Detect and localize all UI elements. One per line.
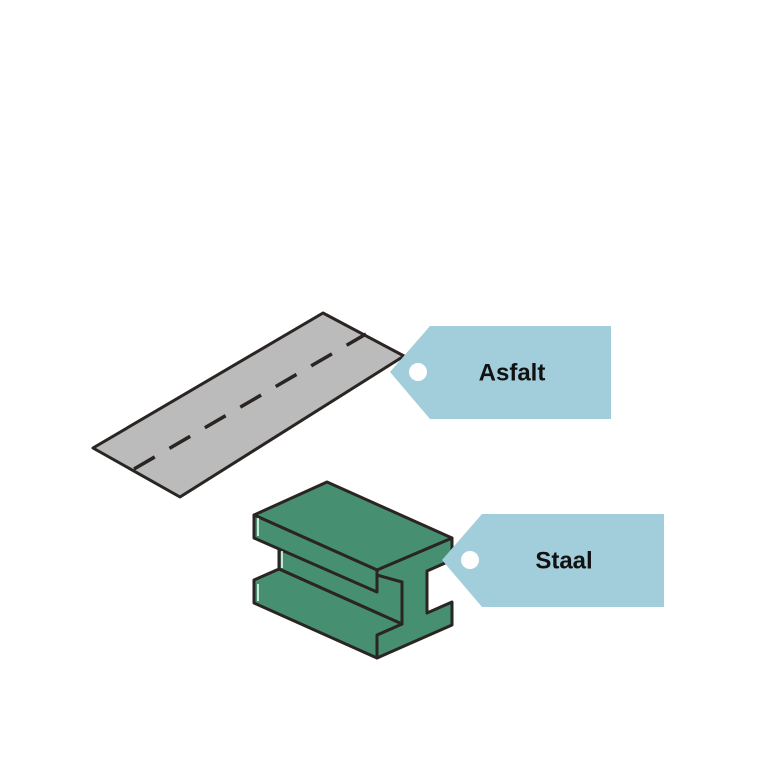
steel-beam-bottom-flange xyxy=(252,567,404,660)
tag-asfalt-hole xyxy=(409,363,427,381)
tag-staal-label: Staal xyxy=(535,548,592,575)
lane-marking xyxy=(133,332,367,471)
tag-asfalt: Asfalt xyxy=(390,326,611,419)
steel-beam-illustration xyxy=(252,480,454,660)
tag-asfalt-label: Asfalt xyxy=(479,360,546,387)
tag-staal-hole xyxy=(461,551,479,569)
tag-staal-shape xyxy=(442,514,664,607)
tag-asfalt-shape xyxy=(390,326,611,419)
tag-staal: Staal xyxy=(442,514,664,607)
steel-beam-top-flange-side xyxy=(252,513,379,594)
asphalt-road-illustration xyxy=(91,311,406,499)
